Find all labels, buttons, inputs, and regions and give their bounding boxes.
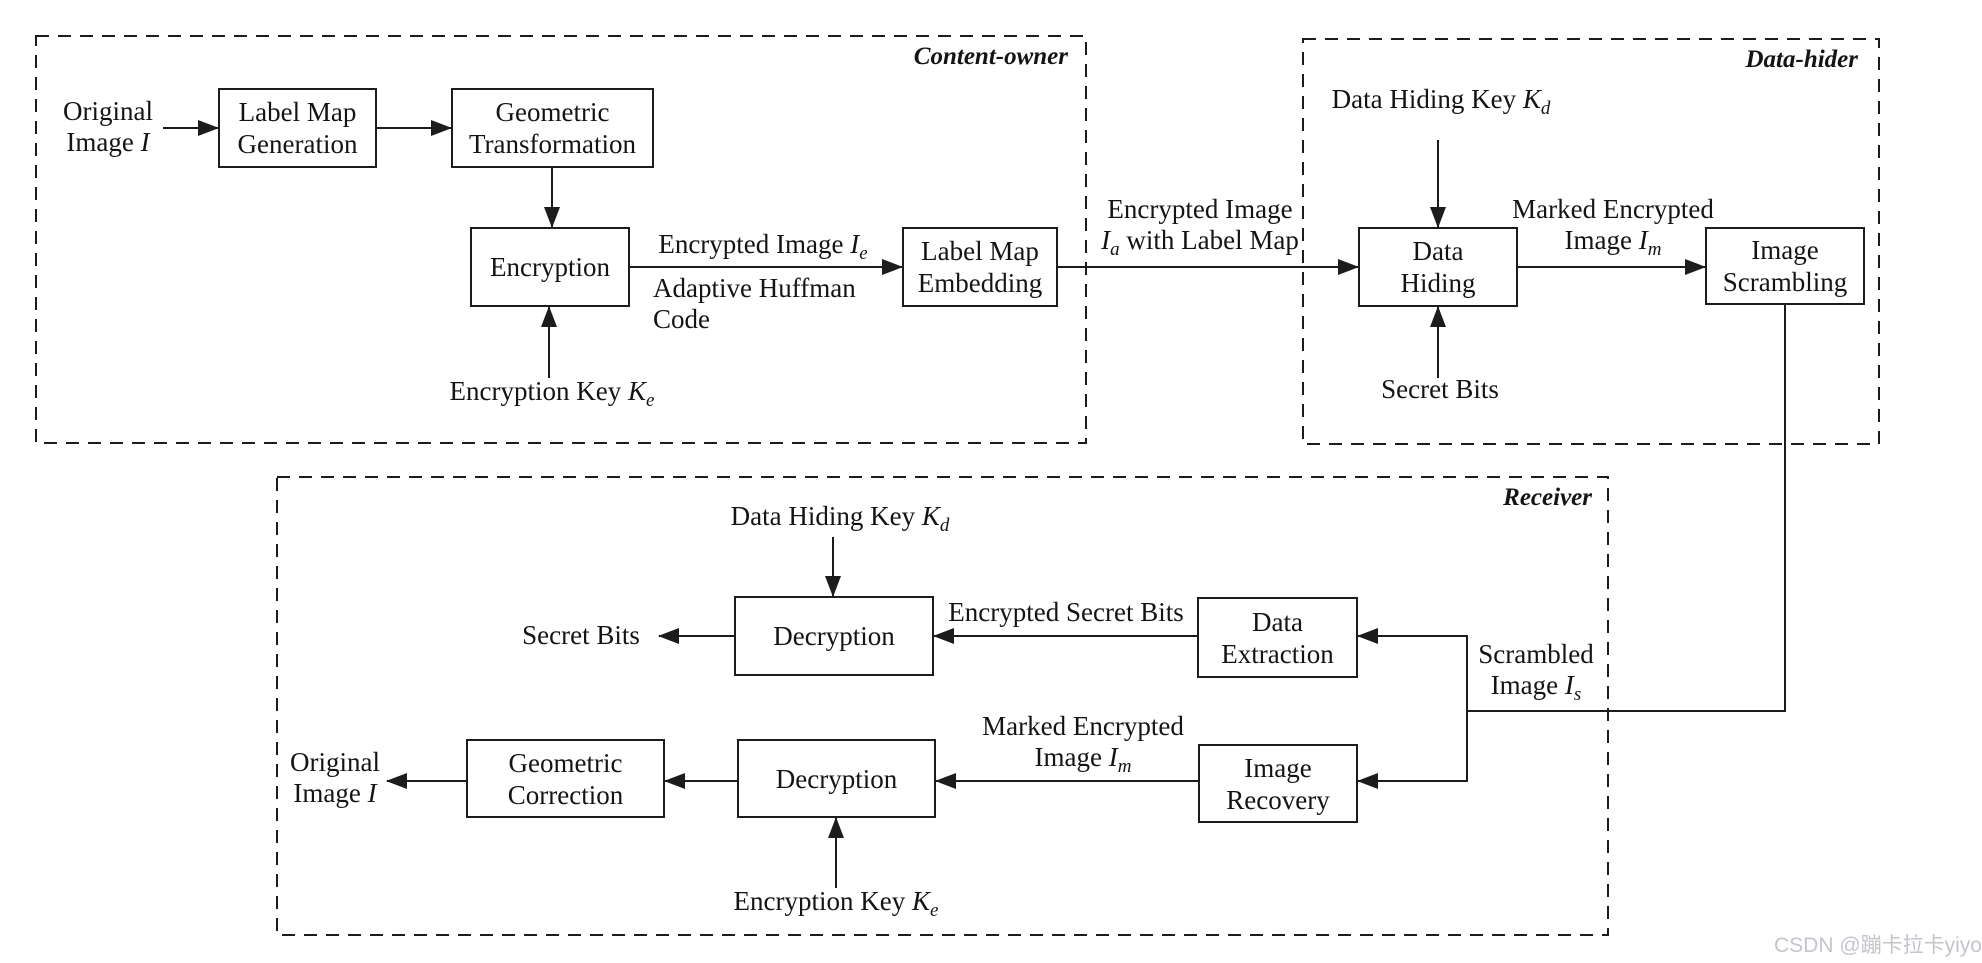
label-line: Marked Encrypted [1512, 194, 1714, 224]
encrypted-image-ie-label: Encrypted Image Ie [658, 229, 867, 269]
box-label-line: Data [1252, 606, 1303, 637]
label-line: Encrypted Image Ie [658, 229, 868, 264]
encryption-key-owner-label: Encryption Key Ke [450, 376, 655, 416]
box-label-line: Geometric [508, 747, 623, 778]
label-line: Image I [293, 778, 377, 808]
box-label-line: Encryption [490, 252, 610, 282]
label-line: Image Is [1490, 670, 1582, 705]
data-hider-region [1302, 38, 1880, 445]
label-line: Encrypted Secret Bits [948, 597, 1184, 627]
label-line: Code [653, 304, 710, 334]
label-line: Data Hiding Key Kd [1331, 84, 1551, 119]
box-label-line: Scrambling [1722, 267, 1848, 297]
label-line: Data Hiding Key Kd [730, 501, 950, 536]
box-label-line: Hiding [1400, 268, 1476, 298]
receiver-region [276, 476, 1609, 936]
label-line: Encryption Key Ke [449, 376, 655, 411]
box-label-line: Extraction [1221, 638, 1334, 669]
data-hiding-key-hider-label: Data Hiding Key Kd [1332, 84, 1551, 124]
data-hiding-key-receiver-label: Data Hiding Key Kd [731, 501, 950, 541]
watermark-text: CSDN @蹦卡拉卡yiyo [1773, 934, 1982, 957]
box-label-line: Generation [237, 129, 358, 159]
junction-to-data-extraction [1357, 628, 1468, 711]
secret-bits-hider-label: Secret Bits [1381, 374, 1499, 405]
box-label-line: Geometric [495, 97, 610, 127]
box-label-line: Correction [507, 779, 624, 810]
label-line: Original [63, 96, 153, 126]
label-line: Image Im [1564, 225, 1662, 260]
label-line: Original [290, 747, 380, 777]
label-line: Secret Bits [1381, 374, 1499, 404]
content-owner-title: Content-owner [913, 43, 1068, 70]
box-label-line: Recovery [1226, 784, 1330, 815]
data-hider-title: Data-hider [1745, 46, 1859, 73]
secret-bits-receiver-label: Secret Bits [522, 620, 640, 651]
box-label-line: Data [1412, 236, 1464, 266]
label-line: Encrypted Image [1107, 194, 1293, 224]
box-label-line: Embedding [917, 268, 1043, 298]
receiver-title: Receiver [1503, 484, 1592, 511]
box-label-line: Label Map [921, 236, 1039, 266]
box-label-line: Image [1751, 235, 1819, 265]
label-line: Image Im [1034, 742, 1132, 777]
box-label-line: Decryption [775, 763, 898, 794]
junction-to-image-recovery [1357, 711, 1468, 789]
box-label-line: Transformation [469, 129, 636, 159]
encrypted-secret-bits-label: Encrypted Secret Bits [948, 597, 1183, 628]
label-line: Secret Bits [522, 620, 640, 650]
box-label-line: Decryption [773, 621, 895, 651]
label-line: Adaptive Huffman [653, 273, 856, 303]
label-line: Marked Encrypted [982, 711, 1184, 741]
encryption-box: Encryption [470, 227, 630, 307]
label-line: Encryption Key Ke [733, 886, 939, 921]
content-owner-region [35, 35, 1087, 444]
label-line: Image I [66, 127, 150, 157]
image-scrambling-down-to-junction [1467, 305, 1786, 712]
label-line: Scrambled [1478, 639, 1594, 669]
encryption-key-receiver-label: Encryption Key Ke [734, 886, 939, 926]
decryption-image-box: Decryption [737, 739, 936, 818]
decryption-secret-box: Decryption [734, 596, 934, 676]
label-line: Ia with Label Map [1101, 225, 1299, 260]
box-label-line: Image [1244, 752, 1312, 783]
box-label-line: Label Map [238, 97, 357, 127]
